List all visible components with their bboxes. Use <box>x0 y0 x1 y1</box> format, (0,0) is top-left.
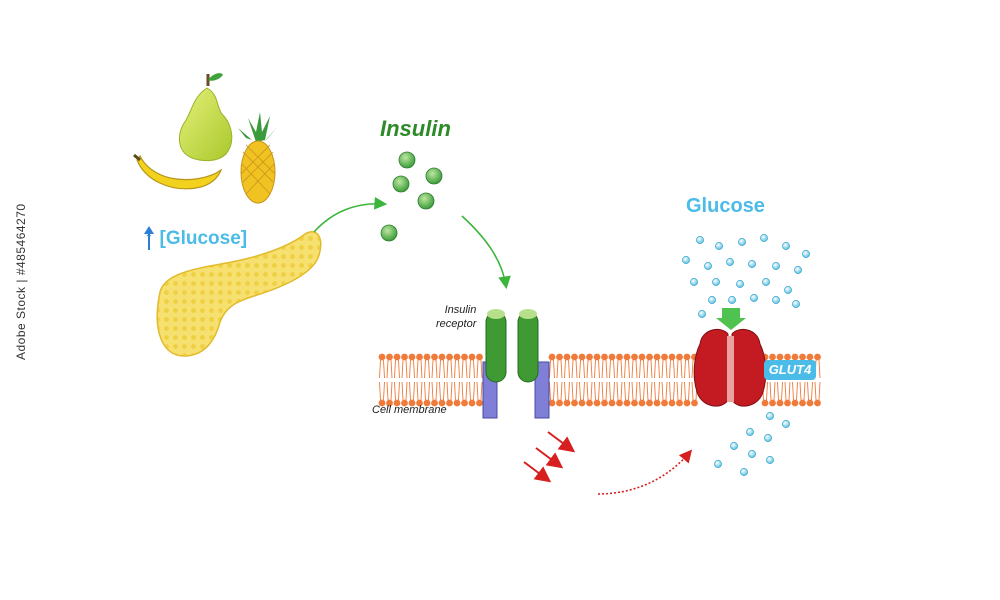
glut4-label: GLUT4 <box>764 360 816 380</box>
glucose-title: Glucose <box>686 195 765 217</box>
cell-membrane-label: Cell membrane <box>372 404 447 416</box>
insulin-receptor-label-line1: Insulin <box>444 304 477 316</box>
glucose-molecules <box>682 234 810 476</box>
down-arrow-icon <box>716 308 746 330</box>
stock-watermark: Adobe Stock | #485464270 <box>14 203 28 360</box>
insulin-receptor-label: Insulin receptor <box>436 303 476 331</box>
up-arrow-icon <box>144 226 154 250</box>
glut4-transporter-icon <box>693 328 767 407</box>
up-arrow-text-icon: ↑ <box>144 228 154 249</box>
pancreas-icon <box>156 231 322 357</box>
signal-arrows <box>523 431 576 483</box>
insulin-molecules <box>380 151 443 242</box>
insulin-receptor-label-line2: receptor <box>436 318 477 330</box>
signal-to-glut4-arrow <box>597 449 693 495</box>
glucose-concentration-text: [Glucose] <box>159 228 248 249</box>
insulin-title: Insulin <box>380 116 451 141</box>
pear-icon <box>179 73 233 162</box>
insulin-receptor-icon <box>482 309 550 419</box>
pancreas-to-insulin-arrow <box>313 196 388 233</box>
glucose-concentration-label: ↑[Glucose] <box>144 228 247 250</box>
insulin-to-receptor-arrow <box>461 215 511 290</box>
pineapple-icon <box>238 112 278 204</box>
banana-icon <box>133 153 223 190</box>
